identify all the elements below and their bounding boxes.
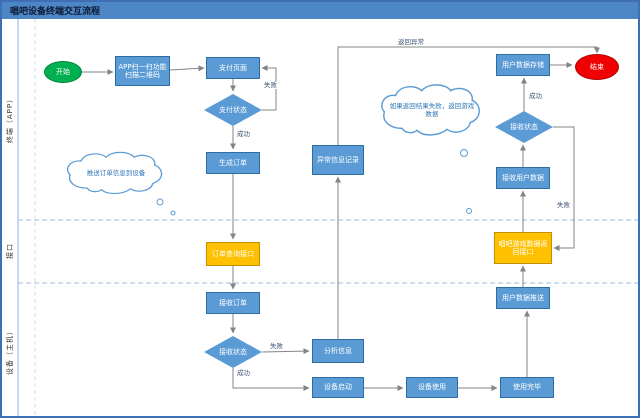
edge-label-device-recv-fail: 失败 <box>269 342 284 350</box>
node-user-data-store: 用户数据存储 <box>496 54 550 76</box>
node-start: 开始 <box>44 61 82 83</box>
node-user-data-push: 用户数据推送 <box>496 287 550 309</box>
cloud-tail-bubble <box>460 149 468 157</box>
node-recv-order: 接收订单 <box>206 292 260 314</box>
lane-label-terminal: 终端（APP） <box>6 94 14 144</box>
edge-label-app-recv-success: 成功 <box>528 92 543 100</box>
lane-label-interface: 接口 <box>6 243 14 259</box>
cloud-tail-bubble <box>466 208 472 214</box>
node-use-complete: 使用完毕 <box>500 377 554 398</box>
node-pay-page: 支付页面 <box>206 57 260 79</box>
node-order-query-api: 订单查询接口 <box>206 242 260 266</box>
node-recv-user-data: 接收用户数据 <box>496 167 550 189</box>
cloud-shape <box>66 151 163 195</box>
arrow-recvstatus-success-to-devicestart <box>232 368 310 391</box>
edge-label-app-recv-fail: 失败 <box>556 201 571 209</box>
cloud-return-fail: 如果返回结果失败，返回游戏数据 <box>376 82 488 138</box>
node-device-use: 设备使用 <box>406 377 458 398</box>
lane-label-device: 设备（主机） <box>6 327 14 375</box>
cloud-tail-bubble <box>170 210 176 216</box>
edge-label-device-recv-success: 成功 <box>236 369 251 377</box>
arrow-recvstatus-fail-to-analyze <box>261 348 310 355</box>
cloud-shape <box>381 84 480 136</box>
node-exception-record: 异常信息记录 <box>312 145 364 175</box>
edge-label-pay-success: 成功 <box>236 130 251 138</box>
node-end: 结束 <box>575 54 619 80</box>
node-device-start: 设备启动 <box>312 377 364 398</box>
cloud-return-fail-text: 如果返回结果失败，返回游戏数据 <box>389 101 475 118</box>
edge-label-pay-fail: 失败 <box>263 81 278 89</box>
diagram-title: 唱吧设备终端交互流程 <box>10 7 101 17</box>
node-scan-qr: APP扫一扫功能扫描二维码 <box>115 56 170 86</box>
arrow-appstatus-fail-to-returnapi <box>553 126 575 251</box>
cloud-tail-bubble <box>156 198 164 206</box>
arrow-exception-to-end <box>337 46 600 145</box>
node-analyze-info: 分析信息 <box>312 339 364 363</box>
node-game-data-return-api: 唱吧游戏数据返回接口 <box>494 232 552 264</box>
cloud-push-order: 推送订单信息到设备 <box>62 150 170 196</box>
cloud-push-order-text: 推送订单信息到设备 <box>86 168 146 177</box>
arrow-paystatus-fail-loop <box>261 65 277 111</box>
edge-label-return-exception: 返回异常 <box>397 38 425 46</box>
diagram-title-bar: 唱吧设备终端交互流程 <box>2 2 638 19</box>
node-create-order: 生成订单 <box>206 152 260 174</box>
arrow-scan-to-paypage <box>169 65 205 72</box>
